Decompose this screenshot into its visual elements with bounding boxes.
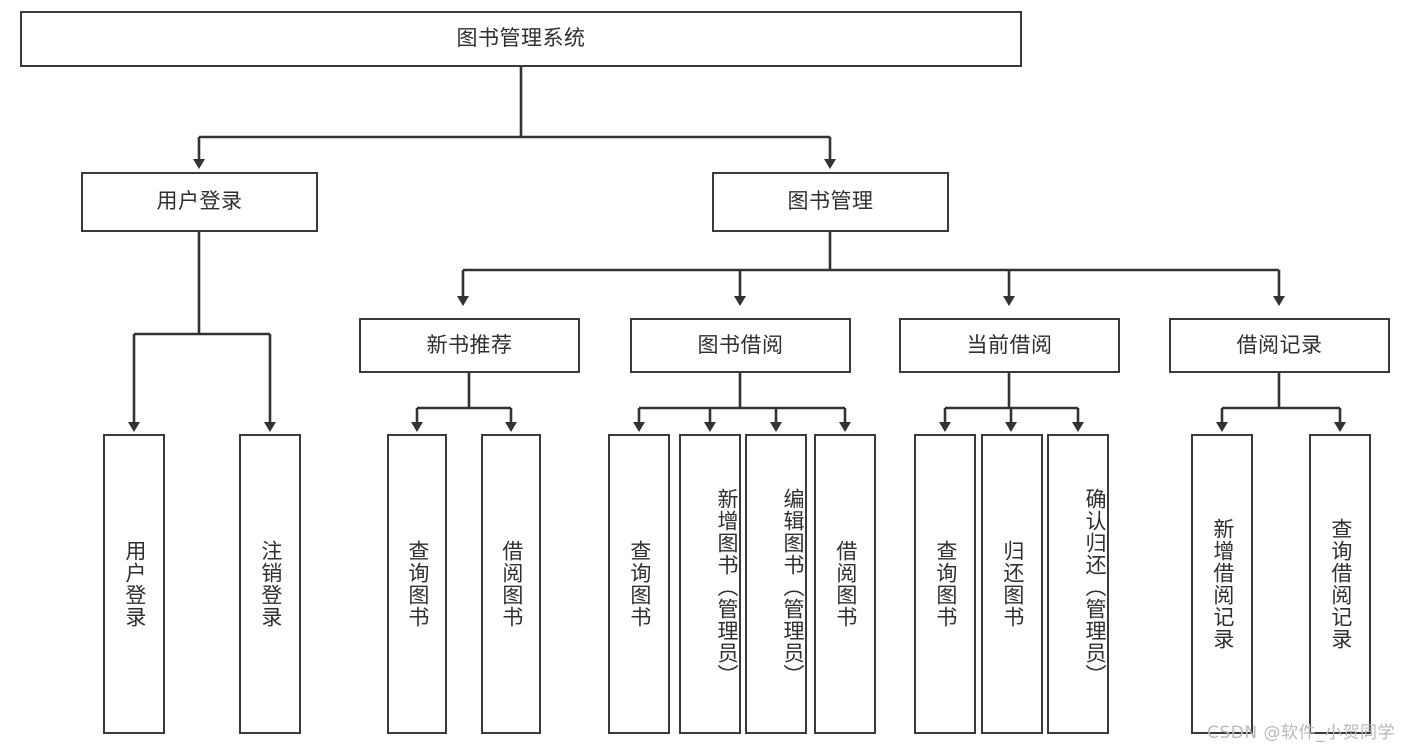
leaf-record-query-label: 查询借阅记录 xyxy=(1328,518,1353,650)
node-borrow-record[interactable]: 借阅记录 xyxy=(1169,318,1390,373)
watermark-text: CSDN @软件_小贺同学 xyxy=(1207,723,1395,743)
leaf-currentborrow-confirm[interactable]: 确认归还（管理员） xyxy=(1047,434,1109,734)
leaf-newbook-borrow-label: 借阅图书 xyxy=(499,540,524,628)
node-new-book-recommend-label: 新书推荐 xyxy=(426,332,513,357)
node-root[interactable]: 图书管理系统 xyxy=(20,11,1022,67)
leaf-newbook-query[interactable]: 查询图书 xyxy=(387,434,447,734)
leaf-user-logout[interactable]: 注销登录 xyxy=(239,434,301,734)
leaf-currentborrow-return[interactable]: 归还图书 xyxy=(981,434,1043,734)
leaf-record-add[interactable]: 新增借阅记录 xyxy=(1191,434,1253,734)
leaf-record-query[interactable]: 查询借阅记录 xyxy=(1309,434,1371,734)
leaf-bookborrow-query[interactable]: 查询图书 xyxy=(608,434,670,734)
node-root-label: 图书管理系统 xyxy=(456,26,586,51)
leaf-currentborrow-confirm-label: 确认归还（管理员） xyxy=(1083,488,1107,686)
node-book-manage[interactable]: 图书管理 xyxy=(712,172,949,232)
leaf-user-logout-label: 注销登录 xyxy=(258,540,283,628)
node-book-manage-label: 图书管理 xyxy=(787,189,874,214)
leaf-bookborrow-borrow[interactable]: 借阅图书 xyxy=(814,434,876,734)
node-user-login-label: 用户登录 xyxy=(156,189,243,214)
node-borrow-record-label: 借阅记录 xyxy=(1236,332,1323,357)
node-book-borrow-label: 图书借阅 xyxy=(697,332,784,357)
leaf-bookborrow-add[interactable]: 新增图书（管理员） xyxy=(679,434,741,734)
node-book-borrow[interactable]: 图书借阅 xyxy=(630,318,851,373)
leaf-bookborrow-edit[interactable]: 编辑图书（管理员） xyxy=(745,434,807,734)
node-user-login[interactable]: 用户登录 xyxy=(81,172,318,232)
leaf-bookborrow-query-label: 查询图书 xyxy=(627,540,652,628)
leaf-currentborrow-query-label: 查询图书 xyxy=(933,540,958,628)
leaf-bookborrow-edit-label: 编辑图书（管理员） xyxy=(781,488,805,686)
leaf-bookborrow-add-label: 新增图书（管理员） xyxy=(715,488,739,686)
node-current-borrow[interactable]: 当前借阅 xyxy=(899,318,1120,373)
node-current-borrow-label: 当前借阅 xyxy=(966,332,1053,357)
leaf-currentborrow-return-label: 归还图书 xyxy=(1000,540,1025,628)
leaf-newbook-query-label: 查询图书 xyxy=(405,540,430,628)
leaf-currentborrow-query[interactable]: 查询图书 xyxy=(914,434,976,734)
leaf-user-login[interactable]: 用户登录 xyxy=(103,434,165,734)
leaf-bookborrow-borrow-label: 借阅图书 xyxy=(833,540,858,628)
node-new-book-recommend[interactable]: 新书推荐 xyxy=(359,318,580,373)
leaf-user-login-label: 用户登录 xyxy=(122,540,147,628)
leaf-record-add-label: 新增借阅记录 xyxy=(1210,518,1235,650)
leaf-newbook-borrow[interactable]: 借阅图书 xyxy=(481,434,541,734)
